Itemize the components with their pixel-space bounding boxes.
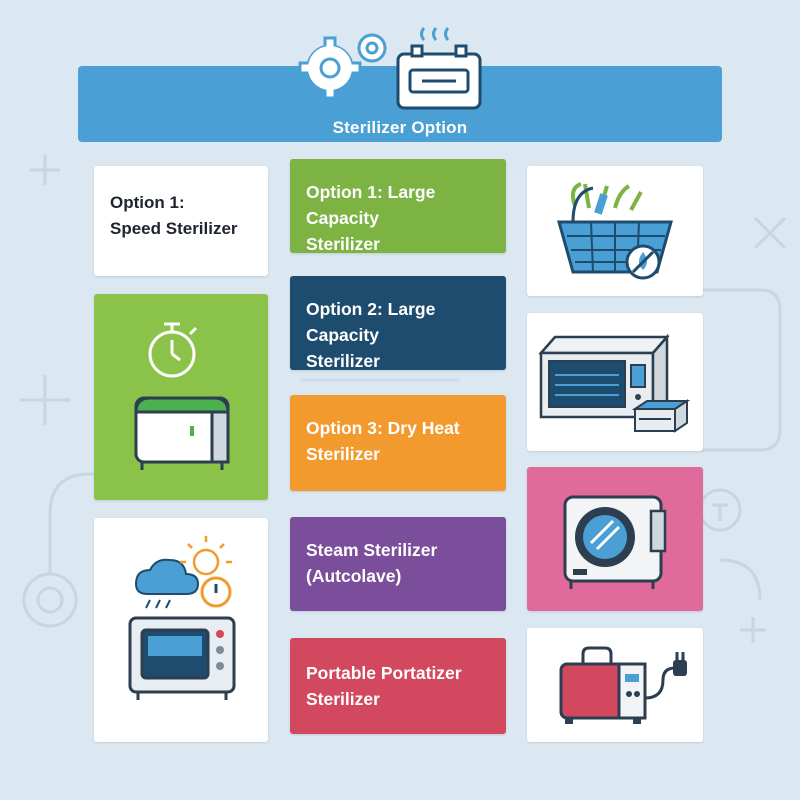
option-card-steam[interactable]: Steam Sterilizer (Autcolave) xyxy=(290,517,506,611)
basket-illustration xyxy=(527,166,703,296)
option-card-large-capacity-2[interactable]: Option 2: Large Capacity Sterilizer xyxy=(290,276,506,371)
option-card-large-capacity-1[interactable]: Option 1: Large Capacity Sterilizer xyxy=(290,159,506,254)
portable-title: Portable Portatizer xyxy=(306,663,462,683)
option-3-title: Option 3: Dry Heat xyxy=(306,418,460,438)
speed-card-line2: Speed Sterilizer xyxy=(110,219,238,238)
autoclave-icon xyxy=(563,495,667,589)
steam-title: Steam Sterilizer xyxy=(306,540,438,560)
option-1-subtitle: Sterilizer xyxy=(306,234,380,254)
basket-icon xyxy=(557,182,673,280)
countertop-sterilizer-illustration xyxy=(527,313,703,451)
header-title: Sterilizer Option xyxy=(332,118,468,137)
gears-icon xyxy=(298,33,387,100)
option-1-title: Option 1: Large Capacity xyxy=(306,182,436,228)
portable-subtitle: Sterilizer xyxy=(306,689,380,709)
heated-tray-icon xyxy=(396,27,482,110)
sterilizer-box-icon xyxy=(134,396,230,470)
autoclave-illustration xyxy=(527,467,703,611)
weather-icon xyxy=(134,558,200,609)
header-icon-group xyxy=(296,24,506,114)
option-card-dry-heat[interactable]: Option 3: Dry Heat Sterilizer xyxy=(290,395,506,491)
portable-sterilizer-icon xyxy=(559,646,687,724)
option-3-subtitle: Sterilizer xyxy=(306,444,380,464)
steam-subtitle: (Autcolave) xyxy=(306,566,402,586)
timer-icon xyxy=(200,576,232,608)
option-2-title: Option 2: Large Capacity xyxy=(306,299,436,345)
speed-sterilizer-illustration xyxy=(94,294,268,500)
option-2-subtitle: Sterilizer xyxy=(306,351,380,371)
speed-sterilizer-card[interactable]: Option 1: Speed Sterilizer xyxy=(94,166,268,276)
countertop-sterilizer-icon xyxy=(538,333,691,433)
oven-icon xyxy=(128,616,236,700)
stopwatch-icon xyxy=(148,322,198,378)
option-card-portable[interactable]: Portable Portatizer Sterilizer xyxy=(290,638,506,734)
portable-sterilizer-illustration xyxy=(527,628,703,742)
dry-heat-oven-illustration xyxy=(94,518,268,742)
speed-card-line1: Option 1: xyxy=(110,193,185,212)
